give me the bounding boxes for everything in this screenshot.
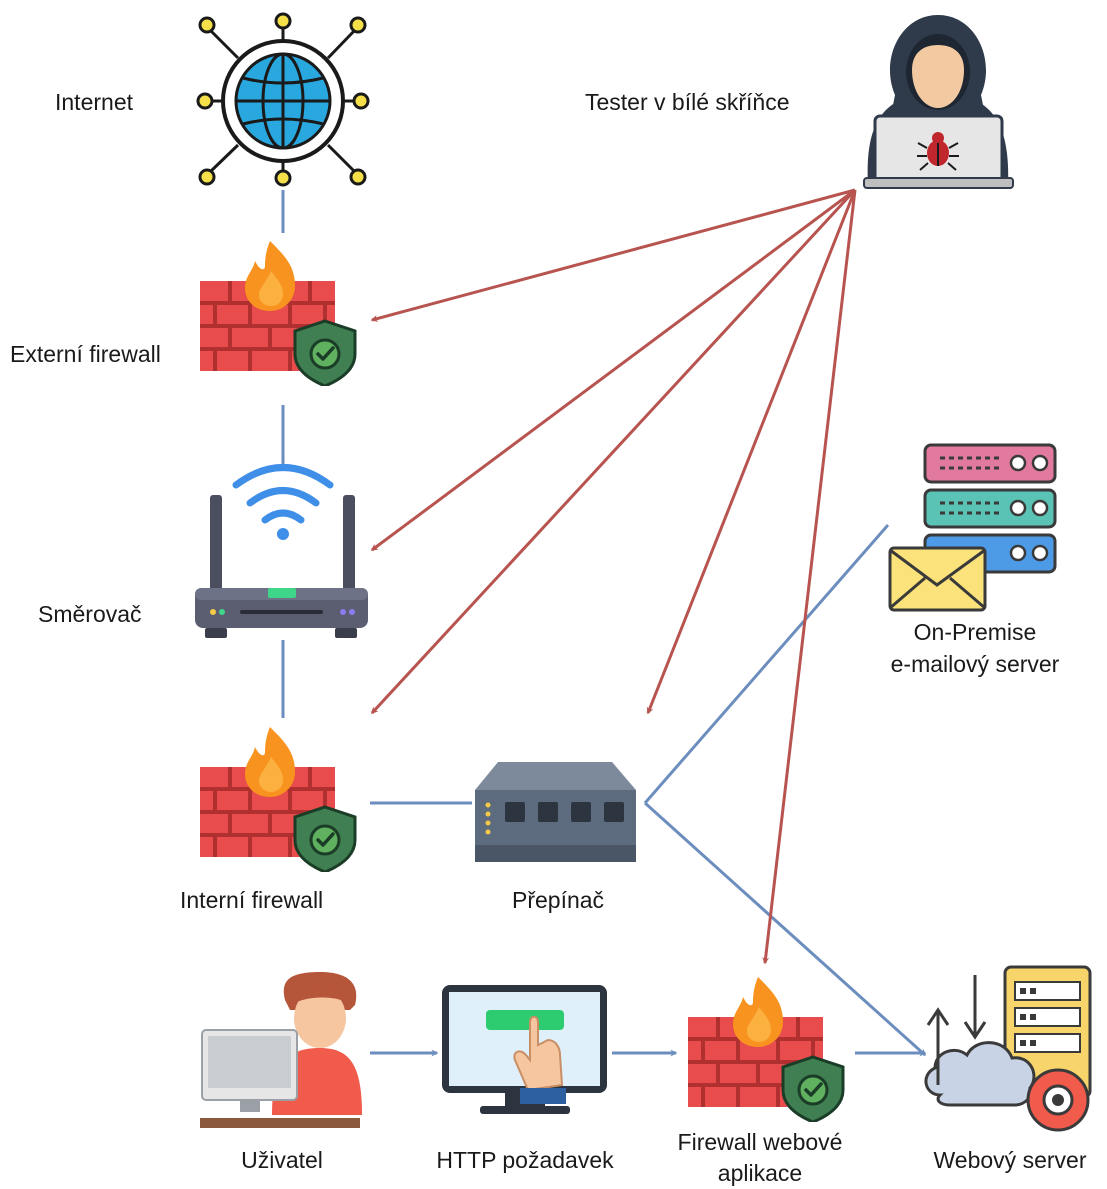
globe-network-icon <box>196 12 370 187</box>
waf-label-line2: aplikace <box>718 1160 802 1186</box>
firewall-icon <box>198 725 357 872</box>
mail-server-label-line1: On-Premise <box>914 619 1037 645</box>
attack-arrows <box>370 188 857 965</box>
user-computer-icon <box>200 972 362 1128</box>
internet-label: Internet <box>55 89 134 115</box>
http-request-label: HTTP požadavek <box>436 1147 614 1173</box>
network-switch-icon <box>475 762 636 862</box>
firewall-icon <box>198 239 357 386</box>
internal-firewall-label: Interní firewall <box>180 887 323 913</box>
attack-arrow-router <box>370 188 856 552</box>
switch-label: Přepínač <box>512 887 604 913</box>
tester-label: Tester v bílé skříňce <box>585 89 790 115</box>
mail-server-icon <box>888 443 1057 612</box>
attack-arrow-waf <box>762 189 857 965</box>
web-server-label: Webový server <box>934 1147 1087 1173</box>
router-label: Směrovač <box>38 601 142 627</box>
attack-arrow-internal-firewall <box>370 188 857 715</box>
web-server-cloud-icon <box>924 965 1092 1132</box>
attack-arrow-switch <box>646 189 857 715</box>
external-firewall-label: Externí firewall <box>10 341 161 367</box>
connection-lines <box>281 190 927 1057</box>
connection-switch-web-server <box>643 801 927 1057</box>
waf-label-line1: Firewall webové <box>678 1129 843 1155</box>
user-label: Uživatel <box>241 1147 323 1173</box>
attack-arrow-external-firewall <box>370 188 856 322</box>
connection-switch-mail-server <box>643 524 890 804</box>
firewall-icon <box>686 975 845 1122</box>
hacker-laptop-icon <box>863 15 1014 189</box>
wifi-router-icon <box>195 464 368 638</box>
monitor-click-icon <box>442 985 607 1114</box>
mail-server-label-line2: e-mailový server <box>891 651 1060 677</box>
